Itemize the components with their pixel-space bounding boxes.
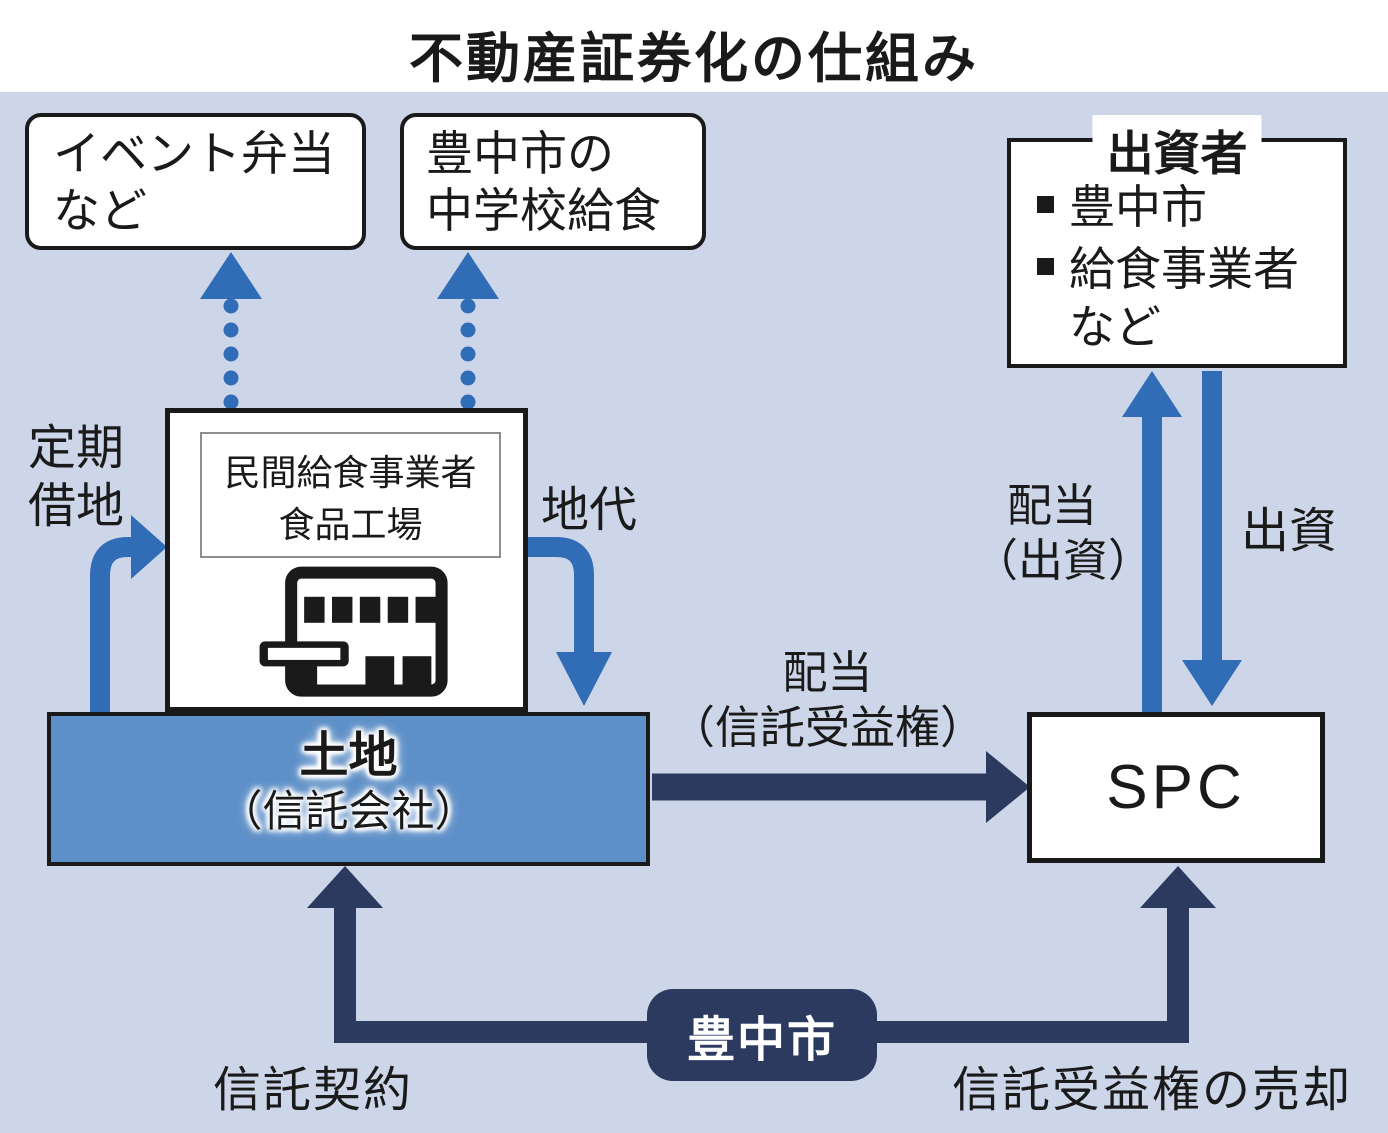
investors-item2-continuation: など xyxy=(1069,301,1161,353)
investors-item-toyonaka: 豊中市 xyxy=(1037,180,1207,234)
land-trust-box: 土地 （信託会社） xyxy=(47,712,650,866)
investors-item-caterer: 給食事業者 xyxy=(1037,242,1299,296)
factory-box: 民間給食事業者 食品工場 xyxy=(165,408,528,712)
trust-contract-arrow xyxy=(307,866,700,1043)
investors-box: 出資者 豊中市 給食事業者 など xyxy=(1007,115,1347,368)
dividend-trust-line2: （信託受益権） xyxy=(669,702,985,753)
dividend-invest-line2: （出資） xyxy=(973,535,1154,586)
factory-line2: 食品工場 xyxy=(278,504,423,545)
dividend-invest-arrow xyxy=(1122,371,1182,712)
square-bullet-icon xyxy=(1037,196,1054,213)
school-lunch-line1: 豊中市の xyxy=(426,127,614,180)
diagram-title: 不動産証券化の仕組み xyxy=(409,29,979,89)
toyonaka-badge: 豊中市 xyxy=(647,989,877,1081)
dividend-invest-label: 配当 （出資） xyxy=(973,478,1154,588)
school-lunch-box: 豊中市の 中学校給食 xyxy=(400,113,706,250)
dividend-trust-label: 配当 （信託受益権） xyxy=(655,645,1000,755)
dividend-invest-line1: 配当 xyxy=(1006,480,1097,531)
dividend-trust-arrow xyxy=(652,751,1030,823)
factory-line1: 民間給食事業者 xyxy=(224,452,477,493)
land-line1: 土地 xyxy=(299,729,398,783)
rent-arrow xyxy=(526,537,612,706)
land-line2: （信託会社） xyxy=(219,788,478,836)
toyonaka-badge-label: 豊中市 xyxy=(686,1014,837,1067)
event-bento-box: イベント弁当 など xyxy=(25,113,366,250)
event-bento-line2: など xyxy=(53,184,147,237)
lease-label: 定期 借地 xyxy=(28,420,124,536)
invest-label: 出資 xyxy=(1241,505,1338,558)
square-bullet-icon xyxy=(1037,258,1054,275)
spc-label: SPC xyxy=(1106,753,1246,822)
sale-arrow xyxy=(820,866,1216,1043)
investors-item2-label: 給食事業者 xyxy=(1069,243,1299,295)
dividend-trust-line1: 配当 xyxy=(782,647,873,698)
sale-label: 信託受益権の売却 xyxy=(952,1064,1353,1117)
investors-title: 出資者 xyxy=(1092,115,1262,184)
lease-line2: 借地 xyxy=(28,480,125,533)
spc-box: SPC xyxy=(1027,712,1325,863)
rent-label: 地代 xyxy=(541,484,638,537)
dotted-arrow-to-event-bento xyxy=(200,252,262,410)
lease-line1: 定期 xyxy=(28,422,125,475)
lease-arrow xyxy=(90,515,167,714)
factory-icon xyxy=(259,566,448,697)
event-bento-line1: イベント弁当 xyxy=(53,127,335,180)
title-band xyxy=(0,0,1388,92)
trust-contract-label: 信託契約 xyxy=(213,1064,414,1117)
invest-arrow xyxy=(1182,371,1242,706)
dotted-arrow-to-school-lunch xyxy=(437,252,499,410)
school-lunch-line2: 中学校給食 xyxy=(426,184,661,237)
factory-label-box: 民間給食事業者 食品工場 xyxy=(200,432,501,558)
investors-item1-label: 豊中市 xyxy=(1069,181,1207,233)
